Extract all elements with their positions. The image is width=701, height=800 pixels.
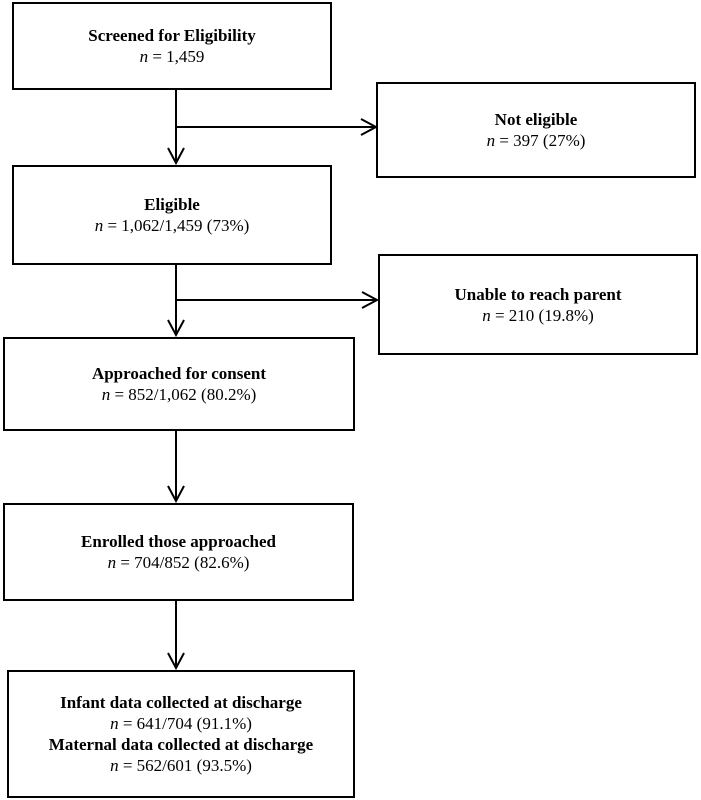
not-eligible-count: n = 397 (27%) [486,131,586,150]
not-eligible-box: Not eligible n = 397 (27%) [376,82,696,178]
unable-to-reach-title: Unable to reach parent [454,284,622,304]
approached-box: Approached for consent n = 852/1,062 (80… [3,337,355,431]
infant-data-count: n = 641/704 (91.1%) [110,714,252,733]
screened-title: Screened for Eligibility [88,26,256,45]
maternal-data-title: Maternal data collected at discharge [48,735,314,754]
arrowhead-enrolled [167,485,185,504]
approached-title: Approached for consent [91,364,267,383]
screened-box: Screened for Eligibility n = 1,459 [12,2,332,90]
arrowhead-eligible [167,147,185,166]
not-eligible-title: Not eligible [494,110,578,129]
arrowhead-unable [361,291,380,309]
unable-to-reach-box: Unable to reach parent n = 210 (19.8%) [378,254,698,355]
arrowhead-approached [167,319,185,338]
approached-count: n = 852/1,062 (80.2%) [101,385,257,404]
infant-data-title: Infant data collected at discharge [60,693,302,712]
unable-to-reach-count: n = 210 (19.8%) [482,305,594,325]
discharge-box: Infant data collected at discharge n = 6… [7,670,355,798]
eligible-count: n = 1,062/1,459 (73%) [94,216,250,235]
enrolled-box: Enrolled those approached n = 704/852 (8… [3,503,354,601]
enrolled-title: Enrolled those approached [81,532,276,551]
eligible-box: Eligible n = 1,062/1,459 (73%) [12,165,332,265]
eligible-title: Eligible [144,195,200,214]
screened-count: n = 1,459 [139,47,205,66]
arrowhead-discharge [167,652,185,671]
maternal-data-count: n = 562/601 (93.5%) [110,756,252,775]
enrolled-count: n = 704/852 (82.6%) [107,553,250,572]
